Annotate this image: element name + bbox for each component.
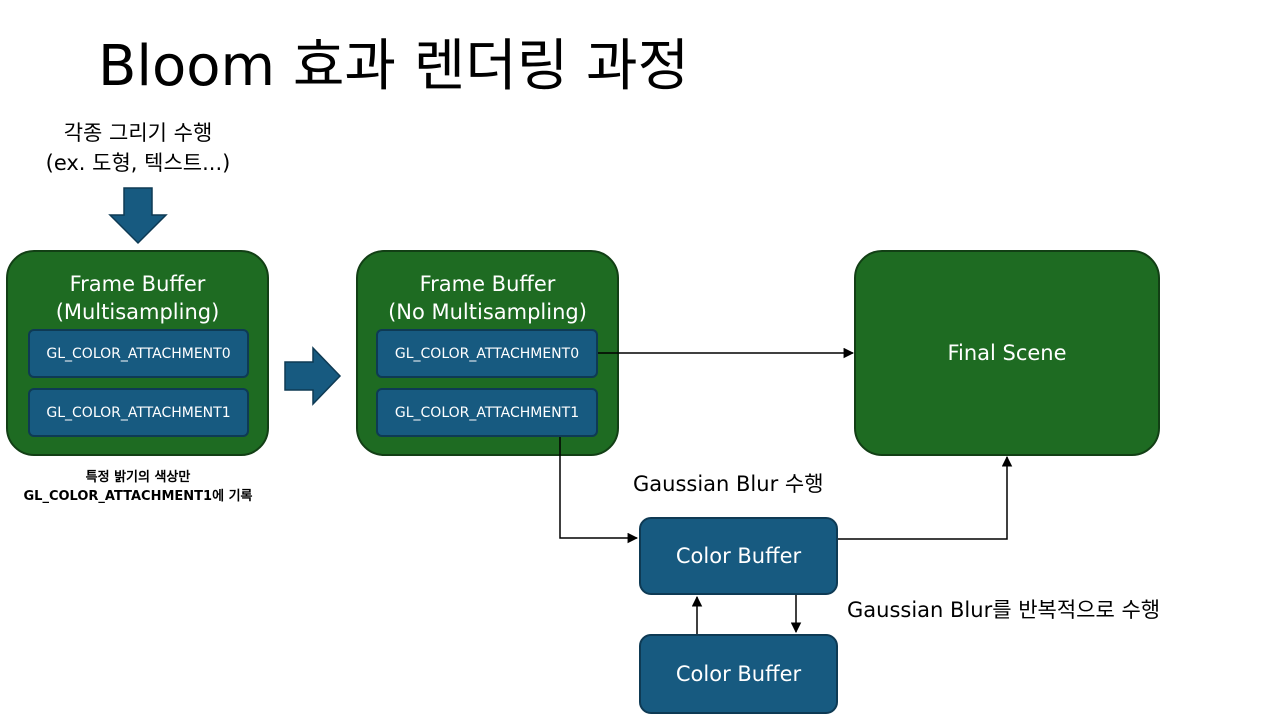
final-scene: Final Scene xyxy=(854,250,1160,456)
input-caption: 각종 그리기 수행 (ex. 도형, 텍스트...) xyxy=(18,118,258,178)
noms-attachment-1: GL_COLOR_ATTACHMENT1 xyxy=(376,388,598,437)
framebuffer-ms-title: Frame Buffer (Multisampling) xyxy=(8,270,267,326)
ms-note: 특정 밝기의 색상만 GL_COLOR_ATTACHMENT1에 기록 xyxy=(0,468,276,506)
ms-attachment-1: GL_COLOR_ATTACHMENT1 xyxy=(28,388,249,437)
ms-attachment-0: GL_COLOR_ATTACHMENT0 xyxy=(28,329,249,378)
resolve-right-arrow xyxy=(284,346,342,406)
input-caption-line2: (ex. 도형, 텍스트...) xyxy=(45,151,231,175)
colorbuffer-to-final-arrow xyxy=(838,455,1013,540)
framebuffer-ms-title-line2: (Multisampling) xyxy=(55,300,220,324)
noms-attachment-0: GL_COLOR_ATTACHMENT0 xyxy=(376,329,598,378)
framebuffer-noms-title-line2: (No Multisampling) xyxy=(388,300,587,324)
input-caption-line1: 각종 그리기 수행 xyxy=(63,121,213,145)
att1-to-colorbuffer-arrow xyxy=(559,437,639,544)
gaussian-blur-label: Gaussian Blur 수행 xyxy=(633,472,824,496)
color-buffer-2: Color Buffer xyxy=(639,634,838,714)
framebuffer-ms-title-line1: Frame Buffer xyxy=(69,272,206,296)
framebuffer-noms-title-line1: Frame Buffer xyxy=(419,272,556,296)
input-down-arrow xyxy=(108,187,168,245)
ms-note-line2: GL_COLOR_ATTACHMENT1에 기록 xyxy=(23,489,253,504)
ms-note-line1: 특정 밝기의 색상만 xyxy=(85,470,191,485)
color-buffer-1: Color Buffer xyxy=(639,517,838,595)
framebuffer-noms-title: Frame Buffer (No Multisampling) xyxy=(358,270,617,326)
repeat-blur-label: Gaussian Blur를 반복적으로 수행 xyxy=(847,598,1161,622)
page-title: Bloom 효과 렌더링 과정 xyxy=(98,34,690,99)
